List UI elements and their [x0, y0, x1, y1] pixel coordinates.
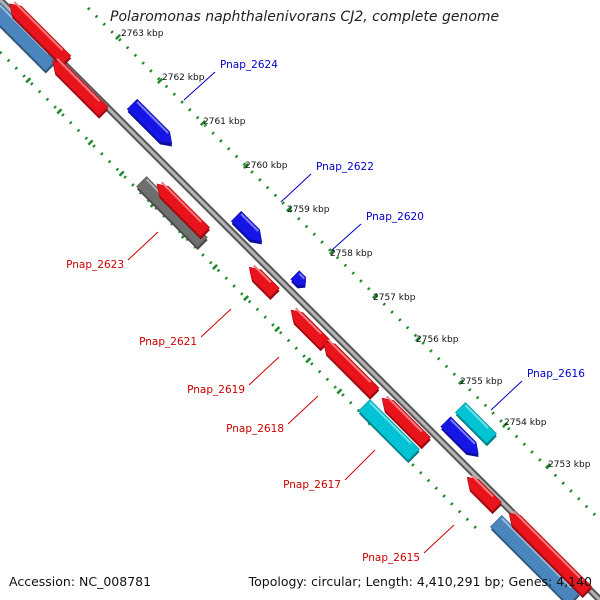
- gene-forward-strand-highlight: [298, 272, 306, 280]
- kbp-tick-label: 2756 kbp: [416, 335, 459, 345]
- gene-label-reverse[interactable]: Pnap_2618: [226, 423, 284, 435]
- tick-mark: [371, 292, 379, 300]
- gene-reverse-strand[interactable]: [52, 60, 109, 117]
- gene-reverse-strand-highlight: [13, 1, 64, 51]
- gene-reverse-strand-highlight: [294, 307, 322, 335]
- gene-forward-strand-highlight: [240, 213, 259, 232]
- tick-mark: [211, 263, 218, 270]
- kbp-tick-label: 2758 kbp: [330, 249, 373, 259]
- tick-mark: [56, 108, 63, 115]
- map-title: Polaromonas naphthalenivorans CJ2, compl…: [110, 9, 500, 25]
- tick-mark: [336, 388, 343, 395]
- tick-mark: [501, 421, 509, 429]
- label-leader-line: [127, 231, 159, 261]
- gene-steelblue-highlight: [501, 517, 572, 589]
- gene-label-reverse[interactable]: Pnap_2623: [66, 259, 124, 271]
- kbp-tick-label: 2760 kbp: [245, 161, 288, 171]
- pseudogene[interactable]: [136, 176, 208, 248]
- label-leader-line: [280, 173, 312, 203]
- gene-reverse-strand[interactable]: [381, 397, 431, 447]
- gene-reverse-strand-highlight: [385, 395, 423, 433]
- kbp-tick-label: 2762 kbp: [162, 73, 205, 83]
- rna-gene[interactable]: [358, 399, 420, 461]
- tick-mark: [305, 357, 312, 364]
- gene-reverse-strand-highlight: [160, 181, 202, 223]
- tick-mark: [156, 77, 164, 85]
- tick-mark: [87, 139, 94, 146]
- gene-label-reverse[interactable]: Pnap_2617: [283, 479, 341, 491]
- kbp-tick-label: 2757 kbp: [373, 293, 416, 303]
- tick-mark: [243, 295, 250, 302]
- tick-mark: [242, 162, 250, 170]
- label-leader-line: [490, 380, 523, 411]
- gene-label-reverse[interactable]: Pnap_2619: [187, 384, 245, 396]
- gene-forward-strand[interactable]: [440, 416, 479, 455]
- kbp-tick-label: 2754 kbp: [504, 418, 547, 428]
- tick-mark: [114, 33, 122, 41]
- scale-guide-line: [86, 6, 600, 522]
- tick-mark: [25, 77, 32, 84]
- gene-label-forward[interactable]: Pnap_2620: [366, 211, 424, 223]
- gene-reverse-strand[interactable]: [290, 309, 330, 349]
- gene-reverse-strand-highlight: [471, 474, 494, 498]
- label-leader-line: [287, 395, 319, 425]
- label-leader-line: [331, 223, 362, 251]
- tick-mark: [414, 335, 422, 343]
- rna-gene-highlight: [369, 401, 412, 445]
- gene-reverse-strand-highlight: [512, 510, 584, 582]
- genome-summary-text: Topology: circular; Length: 4,410,291 bp…: [248, 574, 592, 589]
- kbp-tick-label: 2755 kbp: [460, 377, 503, 387]
- kbp-tick-label: 2761 kbp: [203, 117, 246, 127]
- label-leader-line: [248, 356, 280, 386]
- gene-reverse-strand[interactable]: [508, 512, 592, 596]
- gene-reverse-strand[interactable]: [323, 341, 380, 398]
- tick-mark: [118, 170, 125, 177]
- tick-mark: [199, 119, 207, 127]
- gene-reverse-strand-highlight: [253, 264, 272, 284]
- label-leader-line: [183, 71, 216, 101]
- gene-reverse-strand[interactable]: [466, 476, 502, 512]
- gene-forward-strand[interactable]: [290, 270, 307, 287]
- accession-text: Accession: NC_008781: [9, 574, 152, 589]
- kbp-tick-label: 2763 kbp: [121, 29, 164, 39]
- tick-mark: [544, 462, 552, 470]
- kbp-tick-label: 2759 kbp: [287, 205, 330, 215]
- gene-label-forward[interactable]: Pnap_2622: [316, 161, 374, 173]
- gene-reverse-strand-highlight: [327, 339, 372, 383]
- gene-reverse-strand[interactable]: [9, 3, 72, 66]
- gene-label-reverse[interactable]: Pnap_2621: [139, 336, 197, 348]
- kbp-tick-label: 2753 kbp: [548, 460, 591, 470]
- gene-forward-strand-highlight: [136, 101, 169, 134]
- gene-forward-strand[interactable]: [230, 210, 263, 243]
- label-leader-line: [423, 524, 455, 554]
- label-leader-line: [344, 449, 376, 481]
- gene-label-forward[interactable]: Pnap_2616: [527, 368, 585, 380]
- gene-label-forward[interactable]: Pnap_2624: [220, 59, 278, 71]
- gene-forward-strand-highlight: [449, 418, 476, 445]
- tick-mark: [285, 205, 293, 213]
- rna-gene-highlight: [464, 404, 489, 429]
- gene-reverse-strand-highlight: [56, 58, 101, 102]
- tick-mark: [457, 378, 465, 386]
- gene-label-reverse[interactable]: Pnap_2615: [362, 552, 420, 564]
- tick-mark: [274, 326, 281, 333]
- rna-gene[interactable]: [455, 402, 497, 444]
- gene-reverse-strand[interactable]: [156, 183, 211, 238]
- gene-forward-strand[interactable]: [126, 98, 173, 145]
- tick-mark: [328, 248, 336, 256]
- label-leader-line: [200, 308, 232, 338]
- gene-reverse-strand[interactable]: [248, 266, 280, 298]
